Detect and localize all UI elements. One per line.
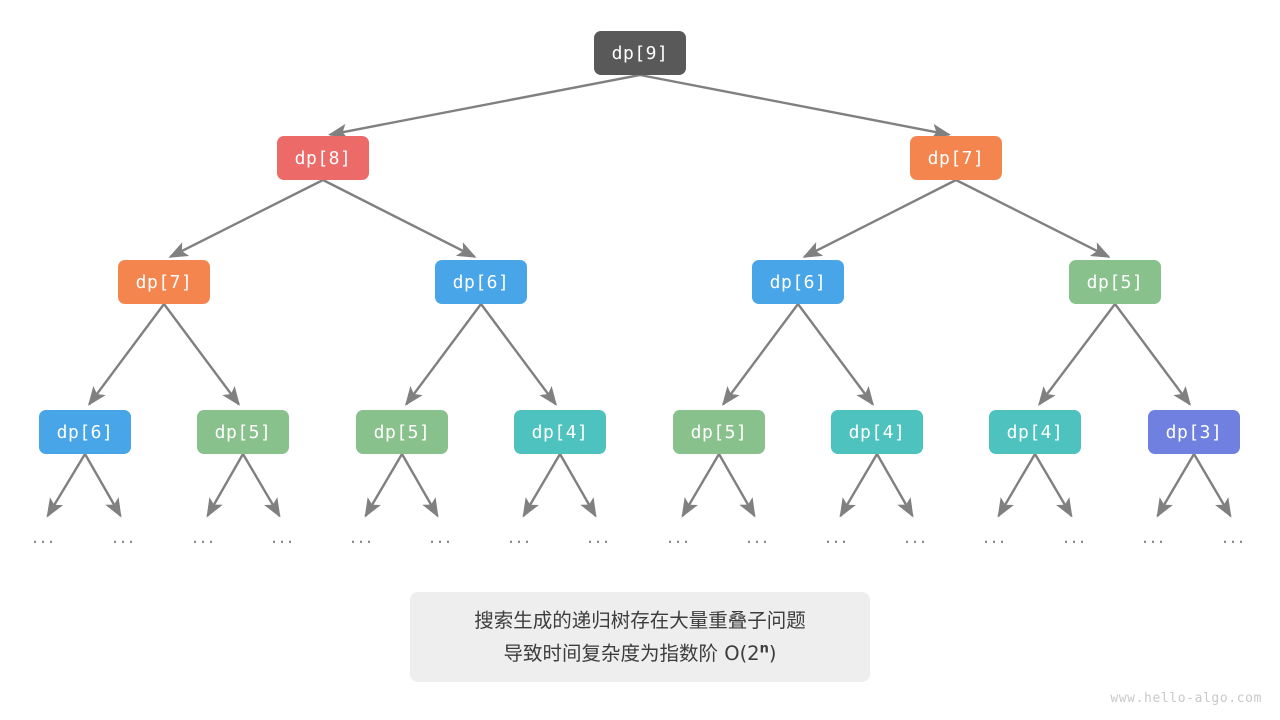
leaf-edge-14 xyxy=(1156,453,1196,518)
ellipsis-marker: ... xyxy=(1062,526,1088,548)
watermark: www.hello-algo.com xyxy=(1110,691,1262,706)
tree-node-n10: dp[4] xyxy=(514,410,606,454)
caption-exponent: n xyxy=(759,641,769,657)
tree-node-n11: dp[5] xyxy=(673,410,765,454)
caption-line-1: 搜索生成的递归树存在大量重叠子问题 xyxy=(474,609,806,632)
leaf-edge-13 xyxy=(1033,453,1073,518)
leaf-edge-5 xyxy=(400,453,439,518)
edge-n6-to-n13 xyxy=(1038,303,1116,406)
tree-edges xyxy=(88,73,1191,406)
edge-n0-to-n2 xyxy=(639,73,952,139)
tree-node-n4: dp[6] xyxy=(435,260,527,304)
node-label: dp[5] xyxy=(1086,271,1144,293)
tree-node-n2: dp[7] xyxy=(910,136,1002,180)
leaf-edge-8 xyxy=(681,453,721,518)
tree-node-n7: dp[6] xyxy=(39,410,131,454)
node-label: dp[7] xyxy=(927,147,985,169)
edge-n0-to-n1 xyxy=(327,73,641,139)
edge-n1-to-n4 xyxy=(322,178,477,258)
leaf-edge-3 xyxy=(241,453,281,518)
ellipsis-marker: ... xyxy=(824,526,850,548)
edge-n4-to-n10 xyxy=(480,303,557,406)
leaf-edge-12 xyxy=(997,453,1037,518)
node-label: dp[5] xyxy=(214,421,272,443)
leaf-edge-15 xyxy=(1192,453,1232,518)
node-label: dp[4] xyxy=(1006,421,1064,443)
caption-box: 搜索生成的递归树存在大量重叠子问题 导致时间复杂度为指数阶 O(2n) xyxy=(410,592,870,682)
ellipsis-marker: ... xyxy=(982,526,1008,548)
node-label: dp[4] xyxy=(531,421,589,443)
caption-line-2-suffix: ) xyxy=(768,642,777,665)
tree-node-n9: dp[5] xyxy=(356,410,448,454)
ellipsis-marker: ... xyxy=(1221,526,1247,548)
ellipsis-marker: ... xyxy=(31,526,57,548)
caption-line-2: 导致时间复杂度为指数阶 O(2n) xyxy=(504,637,777,670)
edge-n2-to-n6 xyxy=(955,178,1111,258)
tree-node-n8: dp[5] xyxy=(197,410,289,454)
node-label: dp[5] xyxy=(690,421,748,443)
ellipsis-marker: ... xyxy=(428,526,454,548)
node-label: dp[9] xyxy=(611,42,669,64)
ellipsis-marker: ... xyxy=(270,526,296,548)
ellipsis-marker: ... xyxy=(191,526,217,548)
leaf-edge-1 xyxy=(83,453,122,518)
tree-node-n13: dp[4] xyxy=(989,410,1081,454)
ellipsis-marker: ... xyxy=(349,526,375,548)
node-label: dp[5] xyxy=(373,421,431,443)
edge-n1-to-n3 xyxy=(168,178,324,258)
leaf-edge-6 xyxy=(522,453,562,518)
tree-node-n14: dp[3] xyxy=(1148,410,1240,454)
leaf-edge-4 xyxy=(364,453,404,518)
edge-n2-to-n5 xyxy=(802,178,957,258)
node-label: dp[8] xyxy=(294,147,352,169)
leaf-edges xyxy=(46,453,1232,518)
edge-n5-to-n11 xyxy=(722,303,799,406)
edge-n5-to-n12 xyxy=(797,303,874,406)
edge-n3-to-n7 xyxy=(88,303,165,406)
caption-line-2-prefix: 导致时间复杂度为指数阶 O(2 xyxy=(503,642,760,665)
ellipsis-marker: ... xyxy=(507,526,533,548)
node-label: dp[3] xyxy=(1165,421,1223,443)
ellipsis-marker: ... xyxy=(903,526,929,548)
edge-n4-to-n9 xyxy=(405,303,482,406)
node-label: dp[6] xyxy=(769,271,827,293)
node-label: dp[4] xyxy=(848,421,906,443)
edge-n3-to-n8 xyxy=(163,303,240,406)
edge-n6-to-n14 xyxy=(1114,303,1191,406)
node-label: dp[6] xyxy=(452,271,510,293)
leaf-edge-11 xyxy=(875,453,914,518)
tree-node-n3: dp[7] xyxy=(118,260,210,304)
leaf-edge-0 xyxy=(46,453,87,518)
tree-node-n5: dp[6] xyxy=(752,260,844,304)
leaf-edge-2 xyxy=(206,453,245,518)
ellipsis-marker: ... xyxy=(745,526,771,548)
leaf-edge-9 xyxy=(717,453,756,518)
ellipsis-marker: ... xyxy=(1141,526,1167,548)
tree-node-n0: dp[9] xyxy=(594,31,686,75)
node-label: dp[6] xyxy=(56,421,114,443)
ellipsis-marker: ... xyxy=(666,526,692,548)
tree-node-n12: dp[4] xyxy=(831,410,923,454)
node-label: dp[7] xyxy=(135,271,193,293)
leaf-edge-7 xyxy=(558,453,597,518)
tree-node-n1: dp[8] xyxy=(277,136,369,180)
ellipsis-marker: ... xyxy=(586,526,612,548)
leaf-edge-10 xyxy=(839,453,879,518)
tree-node-n6: dp[5] xyxy=(1069,260,1161,304)
ellipsis-marker: ... xyxy=(111,526,137,548)
